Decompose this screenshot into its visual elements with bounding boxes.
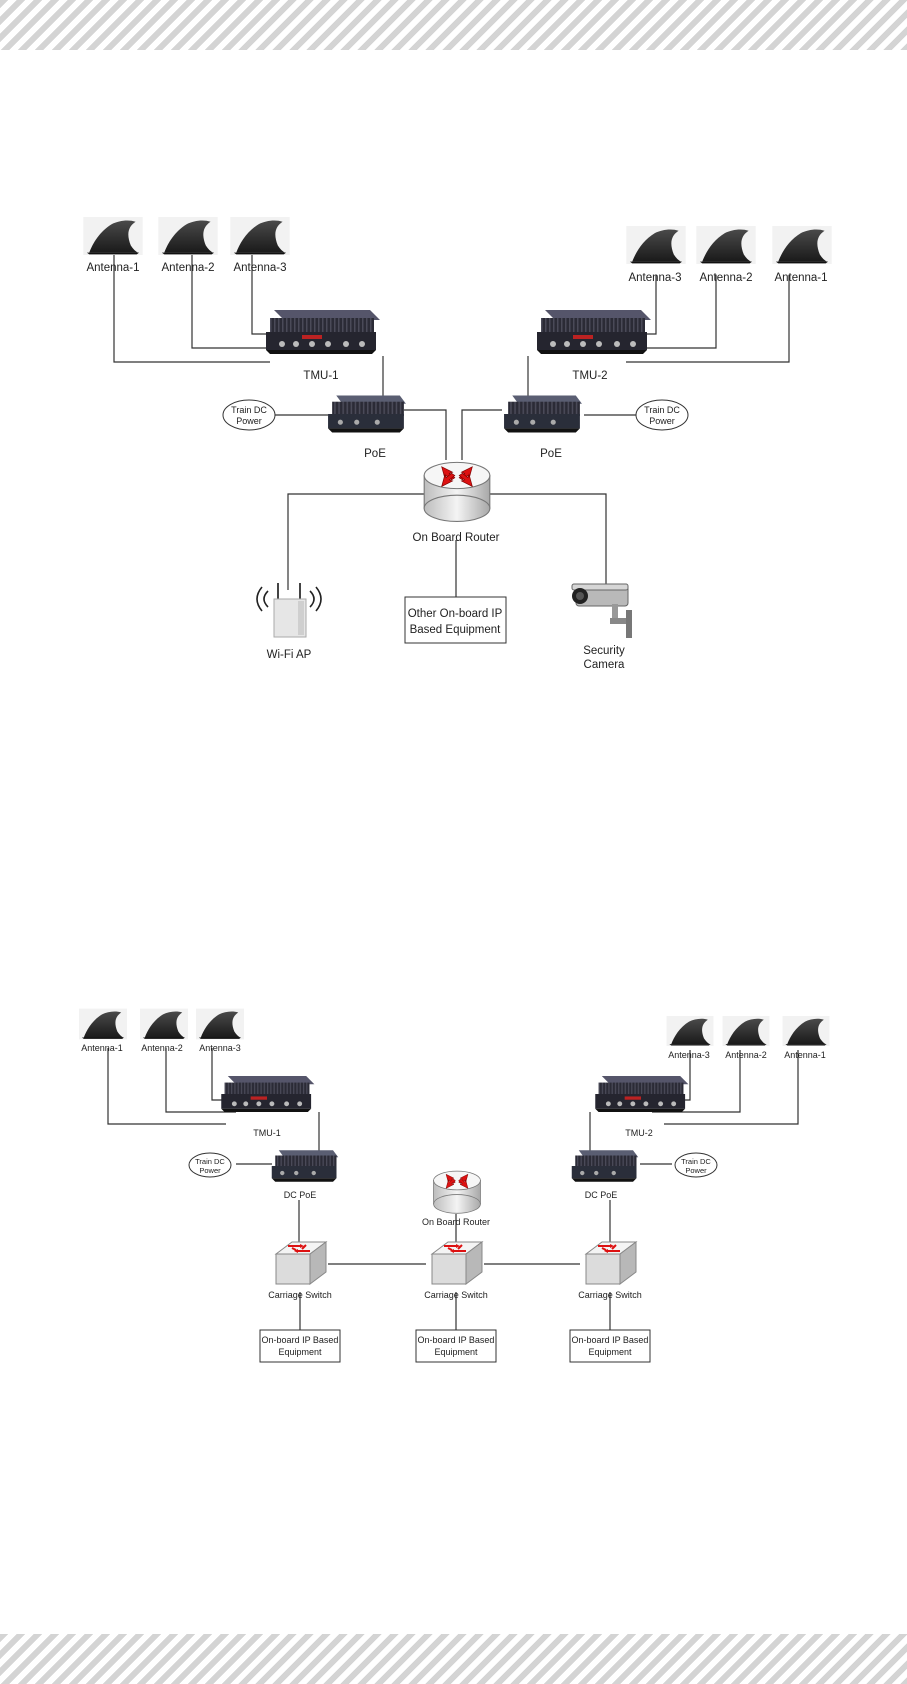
equipment-label-line1: Other On-board IP [408,608,503,620]
antenna-1-icon [782,1016,830,1046]
antenna-label: Antenna-1 [774,272,827,284]
antenna-1-icon [772,226,832,264]
power-label-line2: Power [649,416,675,426]
poe-label: PoE [540,448,562,460]
diagram-2: Antenna-1 Antenna-2 Antenna-3 Antenna-3 … [79,1008,830,1363]
antenna-label: Antenna-3 [628,272,681,284]
train-dc-power-right [635,399,689,431]
tmu-label: TMU-2 [572,370,607,382]
power-label-line2: Power [685,1166,707,1175]
antenna-3-icon [230,217,290,255]
tmu-2-icon [595,1076,689,1112]
router-label: On Board Router [413,532,500,544]
equipment-label-line2: Equipment [588,1347,632,1357]
antenna-label: Antenna-1 [86,262,139,274]
tmu-label: TMU-2 [625,1128,653,1138]
power-label-line1: Train DC [231,405,267,415]
other-equipment-box [404,596,507,644]
equipment-label-line2: Equipment [278,1347,322,1357]
wifi-label: Wi-Fi AP [267,649,312,661]
equipment-label-line1: On-board IP Based [418,1335,495,1345]
antenna-1-icon [79,1008,127,1040]
tmu-label: TMU-1 [303,370,338,382]
power-label-line1: Train DC [195,1157,225,1166]
dc-poe-left-icon [271,1150,339,1182]
antenna-2-icon [140,1008,188,1040]
antenna-label: Antenna-1 [784,1050,826,1060]
poe-label: DC PoE [585,1190,618,1200]
router-icon [433,1170,481,1214]
tmu-1-icon [221,1076,315,1112]
antenna-label: Antenna-2 [161,262,214,274]
antenna-2-icon [722,1016,770,1046]
antenna-3-icon [196,1008,244,1040]
footer-hatch-band [0,1634,907,1684]
train-dc-power-left [188,1152,232,1178]
carriage-switch-2-icon [431,1241,483,1285]
antenna-label: Antenna-2 [699,272,752,284]
switch-label: Carriage Switch [268,1290,332,1300]
antenna-label: Antenna-2 [141,1043,183,1053]
antenna-label: Antenna-3 [233,262,286,274]
antenna-label: Antenna-1 [81,1043,123,1053]
equipment-label-line2: Based Equipment [410,624,502,636]
poe-label: DC PoE [284,1190,317,1200]
diagram-1-wires [113,255,790,597]
antenna-3-icon [666,1016,714,1046]
router-label: On Board Router [422,1217,490,1227]
antenna-2-icon [158,217,218,255]
camera-label-line1: Security [583,645,625,657]
antenna-label: Antenna-3 [199,1043,241,1053]
router-icon [423,461,491,522]
equipment-label-line1: On-board IP Based [262,1335,339,1345]
antenna-3-icon [626,226,686,264]
equipment-label-line2: Equipment [434,1347,478,1357]
switch-label: Carriage Switch [424,1290,488,1300]
header-hatch-band [0,0,907,50]
tmu-1-icon [266,310,380,354]
train-dc-power-right [674,1152,718,1178]
poe-label: PoE [364,448,386,460]
dc-poe-right-icon [571,1150,639,1182]
onboard-equipment-box-2 [415,1329,497,1363]
switch-label: Carriage Switch [578,1290,642,1300]
power-label-line1: Train DC [681,1157,711,1166]
tmu-2-icon [537,310,651,354]
antenna-2-icon [696,226,756,264]
security-camera-icon [571,583,633,639]
onboard-equipment-box-3 [569,1329,651,1363]
poe-left-icon [328,395,406,433]
antenna-1-icon [83,217,143,255]
onboard-equipment-box-1 [259,1329,341,1363]
power-label-line2: Power [199,1166,221,1175]
diagram-2-wires [107,1048,799,1330]
power-label-line1: Train DC [644,405,680,415]
diagram-1: Antenna-1 Antenna-2 Antenna-3 Antenna-3 … [83,217,832,671]
carriage-switch-3-icon [585,1241,637,1285]
carriage-switch-1-icon [275,1241,327,1285]
antenna-label: Antenna-2 [725,1050,767,1060]
train-dc-power-left [222,399,276,431]
power-label-line2: Power [236,416,262,426]
antenna-label: Antenna-3 [668,1050,710,1060]
poe-right-icon [504,395,582,433]
tmu-label: TMU-1 [253,1128,281,1138]
camera-label-line2: Camera [584,659,626,671]
wifi-ap-icon [255,581,323,639]
equipment-label-line1: On-board IP Based [572,1335,649,1345]
